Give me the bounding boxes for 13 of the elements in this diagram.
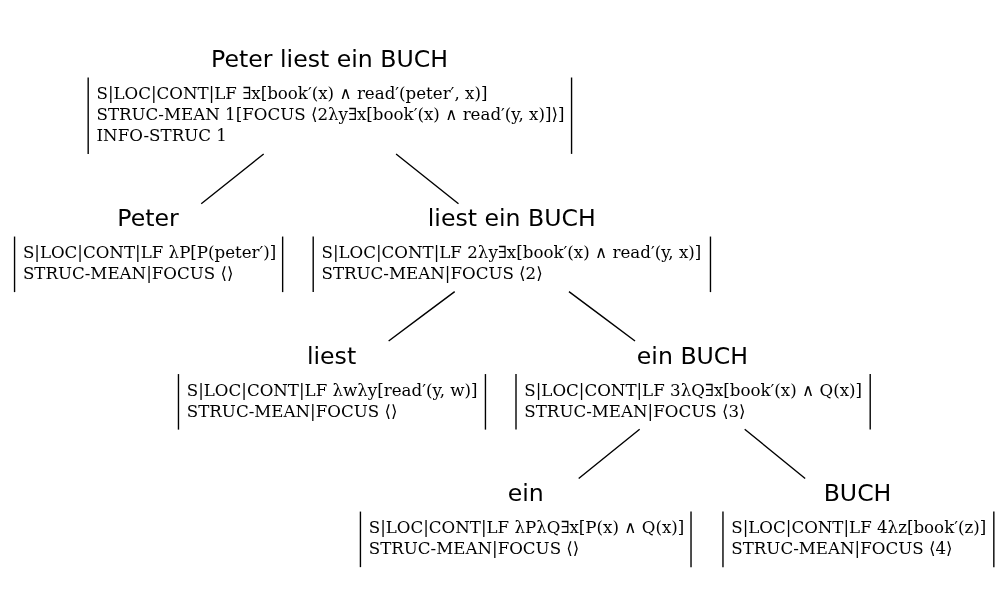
node-text: BUCH S|LOC|CONT|LF 4λz[book′(z)] STRUC-MEAN|FOCUS ⟨4⟩ — [731, 479, 987, 559]
node-text: Peter liest ein BUCH S|LOC|CONT|LF ∃x[book′(x) ∧ read′(peter′, x)] STRUC-MEAN 1[FOCUS ⟨2λy∃x[book′(x) ∧ read′(y, x)]⟩] INFO-STRUC 1 — [96, 45, 565, 145]
connector — [568, 291, 636, 342]
connector — [744, 428, 806, 480]
connector — [578, 428, 641, 480]
connector — [200, 153, 265, 205]
connector — [387, 291, 456, 342]
node-text: ein S|LOC|CONT|LF λPλQ∃x[P(x) ∧ Q(x)] STRUC-MEAN|FOCUS ⟨⟩ — [368, 479, 685, 559]
node-text: liest S|LOC|CONT|LF λwλy[read′(y, w)] STRUC-MEAN|FOCUS ⟨⟩ — [186, 341, 478, 421]
node-text: liest ein BUCH S|LOC|CONT|LF 2λy∃x[book′(x) ∧ read′(y, x)] STRUC-MEAN|FOCUS ⟨2⟩ — [321, 204, 702, 284]
node-text: Peter S|LOC|CONT|LF λP[P(peter′)] STRUC-MEAN|FOCUS ⟨⟩ — [22, 204, 277, 284]
node-text: ein BUCH S|LOC|CONT|LF 3λQ∃x[book′(x) ∧ Q(x)] STRUC-MEAN|FOCUS ⟨3⟩ — [524, 341, 863, 421]
connector — [395, 153, 460, 205]
